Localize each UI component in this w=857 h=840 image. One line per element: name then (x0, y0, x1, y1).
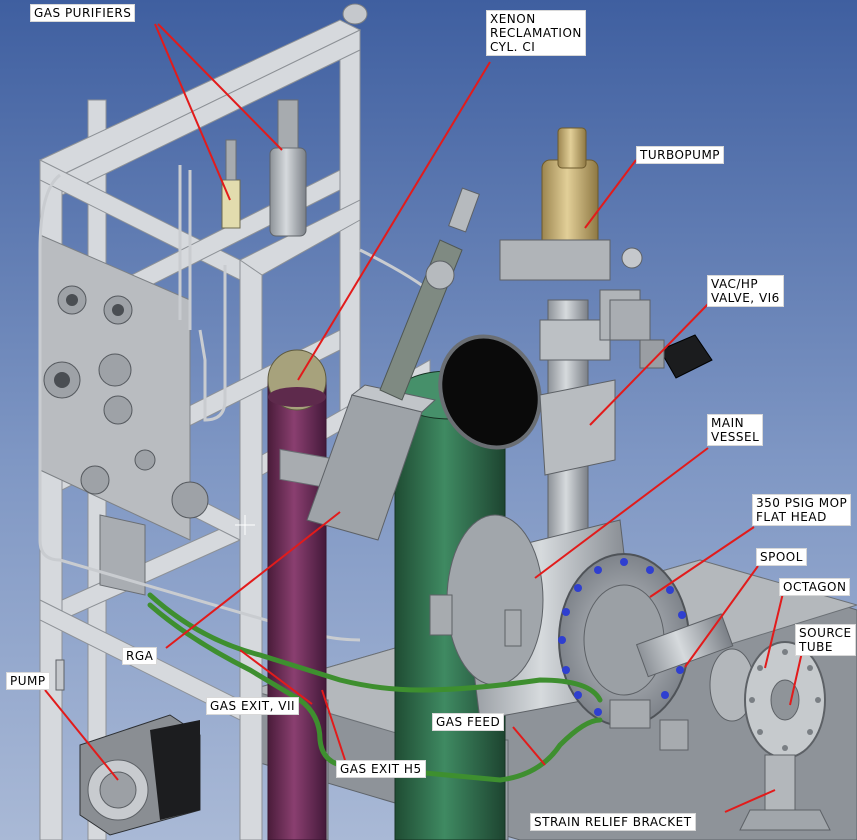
leader-xenon (297, 61, 491, 381)
label-rga: RGA (122, 647, 158, 665)
leader-gas-purifiers-b (157, 23, 283, 151)
leader-octagon (764, 592, 784, 669)
label-main-vessel: MAIN VESSEL (707, 414, 764, 446)
leader-gas-feed (512, 726, 546, 766)
label-source-tube: SOURCE TUBE (795, 624, 856, 656)
leader-strain-relief (724, 789, 776, 813)
leader-gas-exit-h5 (321, 689, 346, 761)
label-pump: PUMP (6, 672, 50, 690)
leader-spool (684, 565, 759, 668)
leader-flat-head (649, 526, 755, 598)
label-spool: SPOOL (756, 548, 807, 566)
leader-pump (44, 689, 119, 781)
label-strain-relief-bracket: STRAIN RELIEF BRACKET (530, 813, 696, 831)
leader-main-vessel (534, 447, 709, 579)
label-xenon-reclamation: XENON RECLAMATION CYL. CI (486, 10, 586, 56)
label-gas-exit-vii: GAS EXIT, VII (206, 697, 300, 715)
leader-gas-purifiers-a (154, 23, 231, 201)
leader-turbopump (584, 159, 637, 229)
leader-rga (165, 511, 341, 649)
label-gas-feed: GAS FEED (432, 713, 505, 731)
label-gas-exit-h5: GAS EXIT H5 (336, 760, 426, 778)
leader-source-tube (789, 651, 803, 706)
label-flat-head: 350 PSIG MOP FLAT HEAD (752, 494, 852, 526)
label-octagon: OCTAGON (779, 578, 851, 596)
label-gas-purifiers: GAS PURIFIERS (30, 4, 136, 22)
label-vac-hp-valve: VAC/HP VALVE, VI6 (707, 275, 784, 307)
label-turbopump: TURBOPUMP (636, 146, 725, 164)
leader-gas-exit-vii (239, 649, 313, 705)
leader-vac-hp (589, 301, 711, 426)
